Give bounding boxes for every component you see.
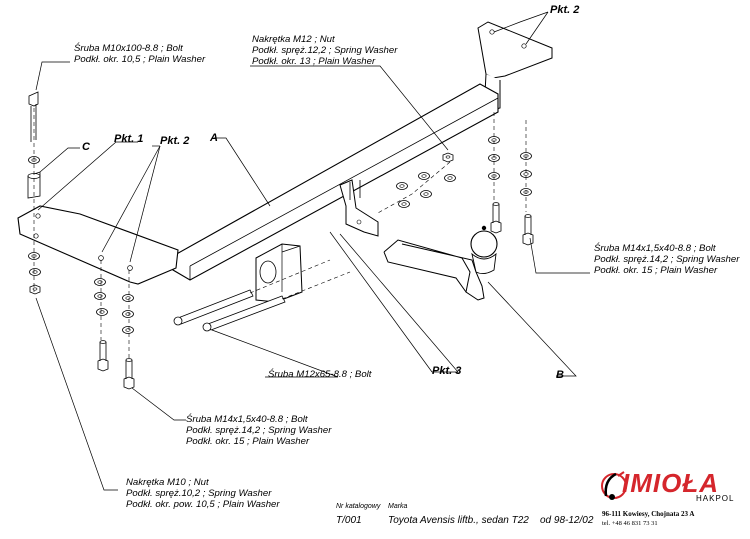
label-line: Podkł. spręż.14,2 ; Spring Washer — [594, 254, 740, 265]
socket-plate — [255, 243, 303, 303]
right-fasteners — [488, 136, 534, 246]
ball-mount-bracket — [339, 179, 379, 237]
vehicle-model: Toyota Avensis liftb., sedan T22 — [388, 515, 529, 526]
leader-lines — [35, 11, 590, 491]
lower-left-fasteners — [94, 278, 135, 390]
label-line: Śruba M14x1,5x40-8.8 ; Bolt — [186, 414, 308, 425]
company-logo-subtitle: HAKPOL — [696, 494, 735, 503]
catalog-number: T/001 — [336, 515, 362, 526]
label-bolt-m14-left: Śruba M14x1,5x40-8.8 ; Bolt Podkł. spręż… — [186, 414, 331, 447]
callout-pkt3: Pkt. 3 — [432, 365, 462, 377]
brand-caption: Marka — [388, 503, 408, 510]
production-date: od 98-12/02 — [540, 515, 594, 526]
company-address: 96-111 Kowiesy, Chojnata 23 A — [602, 510, 695, 518]
catalog-caption: Nr katalogowy — [336, 503, 381, 510]
bolts-m12 — [173, 289, 286, 332]
label-nut-m12: Nakrętka M12 ; Nut Podkł. spręż.12,2 ; S… — [252, 34, 397, 67]
label-line: Nakrętka M12 ; Nut — [252, 34, 335, 45]
left-bracket-plate — [17, 205, 179, 285]
label-line: Podkł. spręż.14,2 ; Spring Washer — [186, 425, 332, 436]
label-line: Podkł. spręż.12,2 ; Spring Washer — [252, 45, 398, 56]
label-line: Podkł. okr. pow. 10,5 ; Plain Washer — [126, 499, 280, 510]
label-bolt-m10: Śruba M10x100-8.8 ; Bolt Podkł. okr. 10,… — [74, 43, 205, 65]
tow-ball-neck — [383, 225, 498, 301]
label-line: Śruba M14x1,5x40-8.8 ; Bolt — [594, 243, 716, 254]
label-line: Podkł. spręż.10,2 ; Spring Washer — [126, 488, 272, 499]
main-crossbeam — [172, 83, 499, 281]
label-line: Podkł. okr. 13 ; Plain Washer — [252, 56, 376, 67]
label-line: Nakrętka M10 ; Nut — [126, 477, 209, 488]
assembly-axes — [33, 108, 527, 360]
callout-b: B — [556, 369, 564, 381]
label-line: Śruba M10x100-8.8 ; Bolt — [74, 43, 183, 54]
label-nut-m10: Nakrętka M10 ; Nut Podkł. spręż.10,2 ; S… — [126, 477, 280, 510]
label-bolt-m12: Śruba M12x65-8.8 ; Bolt — [268, 369, 371, 380]
company-logo-text: IMIOŁA — [622, 468, 719, 498]
callout-c: C — [82, 141, 90, 153]
callout-pkt1: Pkt. 1 — [114, 133, 144, 145]
label-line: Śruba M12x65-8.8 ; Bolt — [268, 369, 372, 380]
callout-pkt2-left: Pkt. 2 — [160, 135, 190, 147]
label-bolt-m14-right: Śruba M14x1,5x40-8.8 ; Bolt Podkł. spręż… — [594, 243, 739, 276]
label-line: Podkł. okr. 15 ; Plain Washer — [594, 265, 718, 276]
company-phone: tel. +48 46 831 73 31 — [602, 520, 658, 527]
company-logo-emblem — [601, 471, 627, 500]
callout-a: A — [210, 132, 218, 144]
label-line: Podkł. okr. 15 ; Plain Washer — [186, 436, 310, 447]
label-line: Podkł. okr. 10,5 ; Plain Washer — [74, 54, 206, 65]
callout-pkt2-top: Pkt. 2 — [550, 4, 580, 16]
